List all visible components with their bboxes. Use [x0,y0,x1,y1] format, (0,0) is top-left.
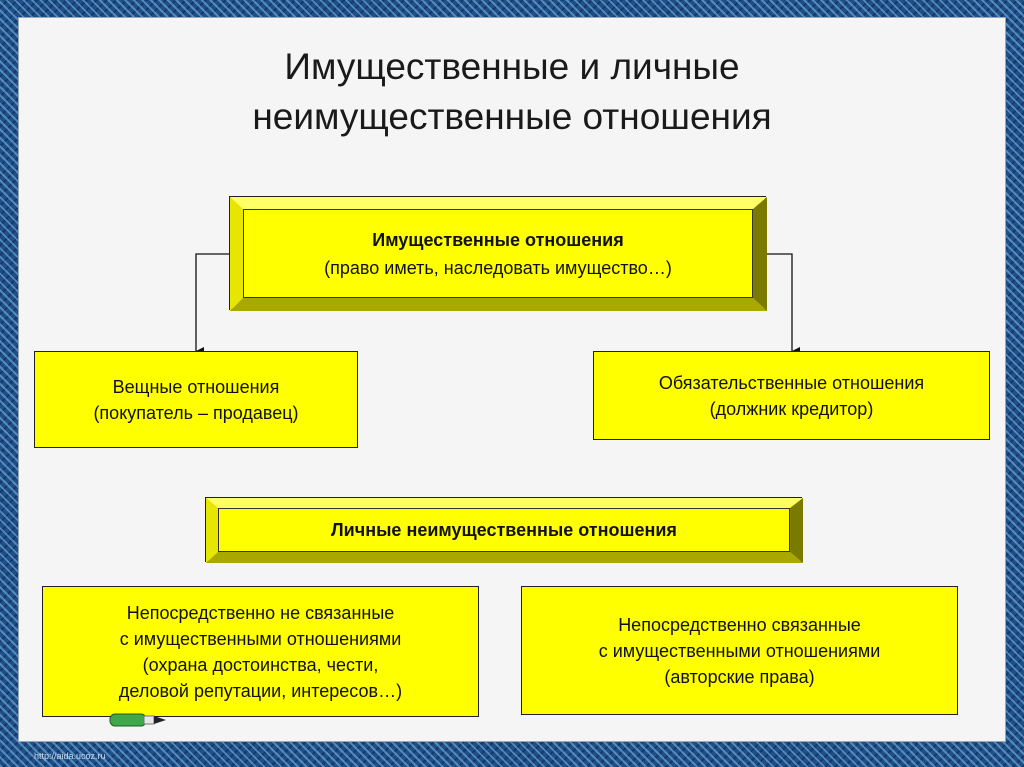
unrelated-line-2: с имущественными отношениями [119,628,402,649]
connector-right [766,253,800,355]
obligations-line-2: (должник кредитор) [709,398,874,419]
obligations-box: Обязательственные отношения (должник кре… [593,351,990,440]
related-line-3: (авторские права) [664,666,815,687]
personal-relations-heading: Личные неимущественные отношения [331,520,677,540]
real-rights-line-2: (покупатель – продавец) [93,402,299,423]
unrelated-line-4: деловой репутации, интересов…) [118,680,403,701]
real-rights-line-1: Вещные отношения [112,376,280,397]
related-line-1: Непосредственно связанные [618,614,861,635]
related-box: Непосредственно связанные с имущественны… [521,586,958,715]
bevel-frame [206,498,803,563]
obligations-line-1: Обязательственные отношения [658,372,925,393]
pencil-icon [109,713,166,727]
unrelated-box: Непосредственно не связанные с имуществе… [42,586,479,717]
unrelated-line-1: Непосредственно не связанные [126,602,395,623]
unrelated-line-3: (охрана достоинства, чести, [142,654,379,675]
connector-left [195,253,229,355]
property-relations-box: Имущественные отношения (право иметь, на… [229,196,767,311]
property-relations-detail: (право иметь, наследовать имущество…) [324,257,672,278]
footer-url: http://aida.ucoz.ru [34,751,106,761]
personal-relations-box: Личные неимущественные отношения [205,497,803,563]
title-line-1: Имущественные и личные [284,46,740,87]
related-line-2: с имущественными отношениями [598,640,881,661]
bevel-frame [230,197,767,311]
real-rights-box: Вещные отношения (покупатель – продавец) [34,351,358,448]
property-relations-heading: Имущественные отношения [372,229,624,250]
title-line-2: неимущественные отношения [252,96,772,137]
